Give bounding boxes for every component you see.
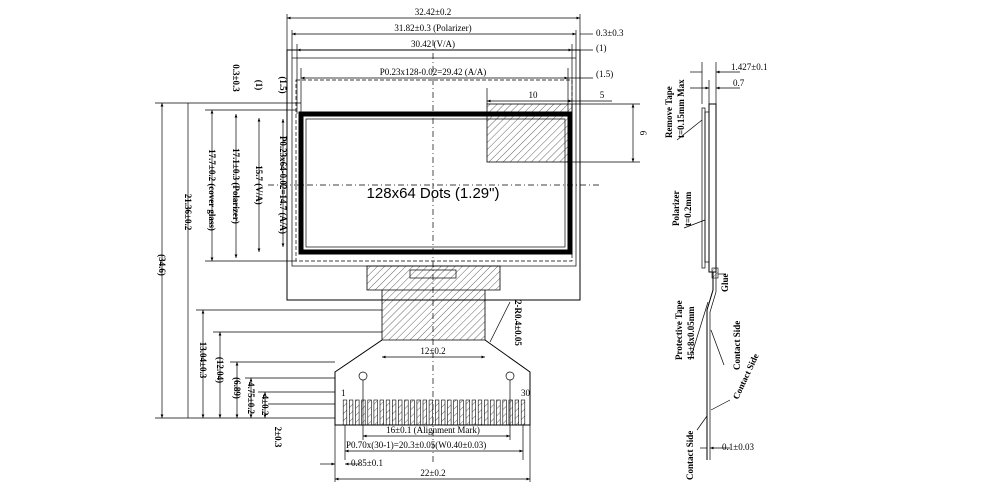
glue-label: Glue (720, 273, 730, 292)
side-glue (711, 267, 719, 279)
dim-pitch: P0.70x(30-1)=20.3±0.05(W0.40±0.03) (346, 440, 486, 450)
dim-edge: 0.85±0.1 (351, 458, 383, 468)
contact-side-1: Contact Side (732, 321, 742, 370)
alignment-mark-right (505, 371, 515, 381)
contact-pin (373, 399, 378, 426)
contact-pin (428, 399, 434, 426)
dim-fpc-2: 2±0.3 (273, 427, 283, 448)
contact-pin (508, 399, 513, 426)
dim-va-width: 30.42 (V/A) (411, 39, 455, 49)
dim-aa-width: P0.23x128-0.02=29.42 (A/A) (380, 67, 487, 77)
contact-pin (477, 399, 483, 426)
dim-va-off: (1) (254, 80, 264, 91)
polarizer-label: Polarizer (671, 191, 681, 226)
dim-fpc-width: 22±0.2 (420, 468, 445, 478)
dim-polarizer-width: 31.82±0.3 (Polarizer) (394, 23, 471, 33)
side-fpc (706, 272, 714, 460)
dim-fpc-689: (6.89) (232, 377, 242, 399)
side-glass-thick: 0.7 (733, 78, 745, 88)
side-polarizer (704, 111, 710, 263)
dim-top-offset: 0.3±0.3 (231, 64, 241, 92)
dim-polarizer-height: 17.1±0.3 (Polarizer) (231, 148, 241, 224)
contact-pin (379, 399, 384, 426)
contact-pin (342, 399, 348, 426)
dim-fpc-13: 13.04±0.3 (198, 342, 208, 379)
fpc-neck (381, 290, 486, 341)
contact-pin (453, 399, 458, 426)
contact-pin (367, 399, 372, 426)
contact-pin (391, 399, 397, 426)
contact-pin (520, 399, 526, 426)
contact-pin (398, 399, 403, 426)
side-tape (701, 107, 706, 269)
contact-pin (447, 399, 452, 426)
contact-pin (471, 399, 477, 426)
contact-pin (459, 399, 464, 426)
protective-tape-spec: 15±8x0.05mm (686, 306, 696, 360)
contact-pin (496, 399, 501, 426)
contact-pins (342, 399, 526, 426)
front-view: 128x64 Dots (1.29") 1 30 32.42±0.2 31.82… (155, 7, 648, 482)
dim-right-offset: 0.3±0.3 (596, 28, 624, 38)
side-fpc-2 (709, 272, 717, 460)
active-area-inner (305, 118, 566, 248)
dim-total-height: (34.6) (157, 254, 167, 276)
dim-va-offset: (1) (596, 43, 607, 53)
dim-fpc-475: 4.75±0.2 (246, 382, 256, 414)
contact-pin (348, 399, 354, 426)
contact-pin (465, 399, 470, 426)
fpc-thickness: 0.1±0.03 (722, 442, 754, 452)
side-glass (708, 103, 717, 273)
pin-last: 30 (521, 388, 531, 398)
hatch-area (486, 103, 573, 163)
alignment-mark-left (358, 371, 368, 381)
dim-align-mark: 16±0.1 (Alignment Mark) (386, 425, 480, 435)
center-label: 128x64 Dots (1.29") (367, 185, 500, 202)
protective-tape-label: Protective Tape (674, 300, 684, 360)
dim-cover-glass: 17.7±0.2 (cover glass) (207, 149, 217, 231)
dim-hatch-width: 10 (529, 90, 539, 100)
fpc-window (409, 269, 457, 279)
contact-pin (514, 399, 519, 426)
contact-side-3: Contact Side (685, 431, 695, 480)
remove-tape-spec: t=0.15mm Max (676, 79, 686, 138)
dim-fpc-4: 4±0.2 (260, 395, 270, 416)
dim-va-height: 15.7 (V/A) (254, 165, 264, 205)
contact-pin (441, 399, 446, 426)
contact-pin (361, 399, 366, 426)
contact-pin (502, 399, 507, 426)
dim-aa-height: P0.23x64-0.02=14.7 (A/A) (278, 136, 288, 234)
polarizer-spec: t=0.2mm (683, 191, 693, 226)
contact-pin (434, 399, 440, 426)
dim-fpc-12: (12.04) (215, 357, 225, 383)
remove-tape-label: Remove Tape (664, 86, 674, 138)
contact-pin (404, 399, 409, 426)
dim-hatch-height: 6 (638, 131, 648, 136)
contact-pin (422, 399, 427, 426)
contact-pin (416, 399, 421, 426)
dim-aa-off: (1.5) (278, 76, 288, 93)
contact-pin (355, 399, 360, 426)
contact-pin (484, 399, 489, 426)
contact-pin (490, 399, 495, 426)
contact-pin (385, 399, 391, 426)
dim-hatch-gap: 5 (600, 90, 605, 100)
side-thickness: 1.427±0.1 (731, 62, 767, 72)
contact-pin (410, 399, 415, 426)
dim-cover-height: 21.36±0.2 (183, 194, 193, 231)
pin-first: 1 (341, 388, 346, 398)
dim-outline-width: 32.42±0.2 (415, 7, 451, 17)
dim-aa-offset: (1.5) (596, 69, 613, 79)
dim-fpc-radius: 2-R0.4±0.05 (513, 300, 523, 346)
glass-outline (286, 49, 581, 301)
side-view: 1.427±0.1 0.7 Remove Tape t=0.15mm Max P… (664, 62, 767, 480)
dim-fpc-neck: 12±0.2 (420, 346, 445, 356)
active-area-frame (298, 111, 573, 255)
